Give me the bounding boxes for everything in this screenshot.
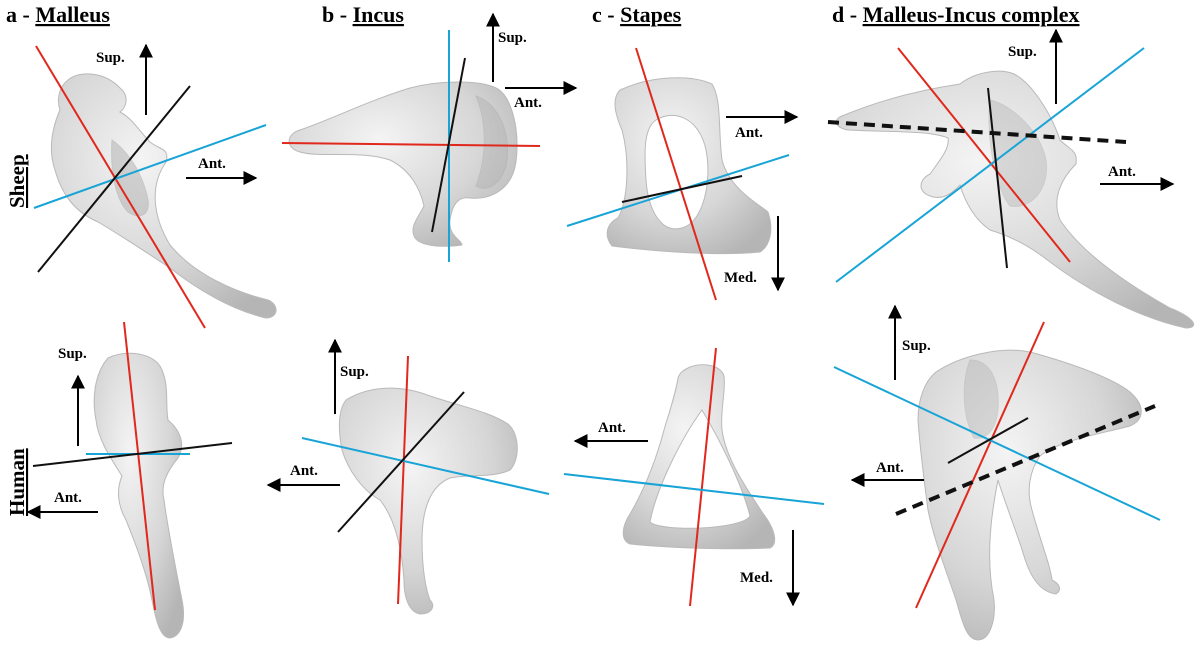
human-stapes-axis-blue <box>563 473 825 505</box>
sheep-incus-shadow <box>475 95 508 189</box>
human-malleus-axis-black <box>32 442 233 467</box>
human-complex-sup-label: Sup. <box>902 338 931 354</box>
sheep-malleus-sup-label: Sup. <box>96 50 125 66</box>
human-incus-axis-black <box>337 391 465 533</box>
human-malleus: Sup. Ant. <box>26 321 233 639</box>
sheep-malleus-axis-black <box>37 85 191 273</box>
sheep-stapes-axis-red <box>635 47 717 301</box>
human-stapes-med-label: Med. <box>740 570 773 586</box>
human-malleus-sup-label: Sup. <box>58 346 87 362</box>
human-incus: Sup. Ant. <box>266 338 550 615</box>
human-incus-ant-label: Ant. <box>290 463 318 479</box>
human-complex-axis-red <box>915 321 1045 609</box>
sheep-malleus-axis-blue <box>33 124 267 209</box>
human-incus-axis-red <box>397 355 409 605</box>
human-malleus-incus: Sup. Ant. <box>833 304 1161 641</box>
sheep-malleus-incus: Sup. Ant. <box>827 28 1195 329</box>
panel-a-title: a - Malleus <box>6 2 110 27</box>
row-label-sheep: Sheep <box>5 154 29 208</box>
panel-c-title: c - Stapes <box>592 2 682 27</box>
sheep-complex-bone <box>835 70 1195 329</box>
row-label-human: Human <box>5 448 29 516</box>
human-stapes-bone <box>622 364 776 550</box>
sheep-incus-axis-red <box>281 142 541 147</box>
sheep-complex-rotation-axis <box>827 120 1127 144</box>
sheep-complex-axis-black <box>987 87 1008 269</box>
human-malleus-ant-label: Ant. <box>54 490 82 506</box>
sheep-complex-axis-blue <box>835 47 1145 283</box>
human-incus-axis-blue <box>301 437 550 495</box>
sheep-malleus-axis-red <box>35 45 206 329</box>
sheep-malleus-bone <box>50 73 277 319</box>
sheep-malleus-ant-label: Ant. <box>198 156 226 172</box>
sheep-incus-axis-black <box>431 57 466 233</box>
sheep-stapes: Ant. Med. <box>566 47 799 301</box>
human-incus-bone <box>338 387 518 615</box>
human-complex-rotation-axis <box>895 404 1156 516</box>
human-stapes-axis-red <box>689 347 717 607</box>
sheep-stapes-med-label: Med. <box>724 270 757 286</box>
human-stapes-ant-label: Ant. <box>598 420 626 436</box>
human-complex-ant-label: Ant. <box>876 460 904 476</box>
panel-b-title: b - Incus <box>322 2 404 27</box>
panel-d-title: d - Malleus-Incus complex <box>832 2 1080 27</box>
sheep-incus: Sup. Ant. <box>281 12 578 262</box>
human-complex-axis-black <box>947 417 1029 464</box>
sheep-complex-ant-label: Ant. <box>1108 164 1136 180</box>
sheep-stapes-axis-black <box>621 175 743 203</box>
human-stapes: Ant. Med. <box>563 347 825 607</box>
sheep-complex-sup-label: Sup. <box>1008 44 1037 60</box>
sheep-stapes-ant-label: Ant. <box>735 125 763 141</box>
human-malleus-axis-red <box>123 321 156 611</box>
human-incus-sup-label: Sup. <box>340 364 369 380</box>
human-complex-axis-blue <box>833 366 1161 521</box>
sheep-stapes-bone <box>606 77 772 255</box>
human-malleus-bone <box>93 352 184 639</box>
sheep-complex-axis-red <box>897 47 1071 263</box>
sheep-malleus-shadow <box>111 139 149 217</box>
sheep-incus-sup-label: Sup. <box>498 30 527 46</box>
human-complex-shadow <box>963 359 999 439</box>
sheep-incus-ant-label: Ant. <box>514 95 542 111</box>
sheep-malleus: Sup. Ant. <box>33 43 277 329</box>
